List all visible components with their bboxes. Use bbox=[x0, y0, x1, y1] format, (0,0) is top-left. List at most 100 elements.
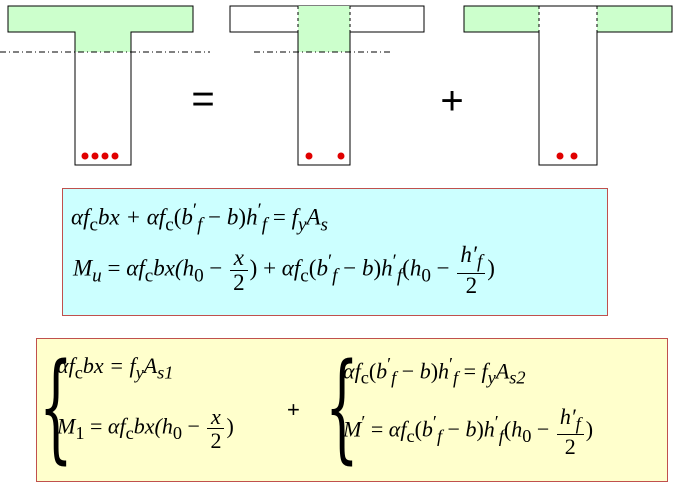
sub-0: 0 bbox=[522, 425, 532, 446]
sub-f: f bbox=[436, 425, 443, 446]
minus: − bbox=[182, 413, 206, 439]
var-b: b bbox=[465, 416, 477, 442]
section-web-compression-zone bbox=[298, 6, 350, 52]
alpha-symbol: α bbox=[71, 204, 84, 230]
equals: = bbox=[365, 416, 389, 442]
sub-1: 1 bbox=[75, 423, 85, 444]
var-f: f bbox=[291, 204, 298, 230]
paren: ) bbox=[585, 416, 594, 442]
var-M: M bbox=[343, 416, 362, 442]
prime: ′ bbox=[432, 412, 437, 433]
minus: − bbox=[442, 416, 466, 442]
var-b: b bbox=[226, 204, 239, 230]
section-full-web-tension-zone bbox=[75, 52, 131, 165]
sub-c: c bbox=[144, 265, 154, 287]
web-force-equation: αfcbx = fyAs1 bbox=[57, 355, 173, 382]
var-A: A bbox=[495, 358, 510, 384]
paren: ( bbox=[402, 255, 410, 281]
sub-y: y bbox=[297, 214, 307, 236]
sub-0: 0 bbox=[421, 265, 431, 287]
var-b: b bbox=[361, 255, 374, 281]
eq-term: bx = bbox=[82, 353, 130, 378]
sub-f: f bbox=[391, 367, 397, 388]
eq-term: ) + bbox=[249, 255, 282, 281]
sub-f: f bbox=[476, 251, 483, 273]
section-flange-part bbox=[463, 5, 673, 166]
var-b: b bbox=[316, 255, 328, 281]
paren: ) bbox=[430, 358, 439, 384]
var-f: f bbox=[158, 204, 166, 230]
var-A: A bbox=[143, 353, 158, 378]
paren: ( bbox=[503, 416, 512, 442]
eq-term: bx + bbox=[97, 204, 147, 230]
sub-c: c bbox=[360, 367, 369, 388]
sub-c: c bbox=[89, 214, 98, 236]
fraction-numerator: h′f bbox=[556, 404, 584, 435]
paren: ( bbox=[414, 416, 422, 442]
force-equilibrium-equation: αfcbx + αfc(b′f − b)h′f = fyAs bbox=[71, 201, 328, 234]
fraction-numerator: x bbox=[230, 245, 248, 271]
paren: ) bbox=[373, 255, 382, 281]
paren: ( bbox=[308, 255, 317, 281]
sub-y: y bbox=[487, 367, 496, 388]
sub-c: c bbox=[300, 265, 309, 287]
t-beam-diagrams: = + bbox=[0, 5, 673, 166]
minus: − bbox=[337, 255, 362, 281]
var-b: b bbox=[421, 416, 433, 442]
sub-f: f bbox=[498, 425, 504, 446]
equation-box-combined: αfcbx + αfc(b′f − b)h′f = fyAs Mu = αfcb… bbox=[62, 188, 608, 316]
alpha-symbol: α bbox=[107, 413, 120, 439]
var-f: f bbox=[119, 413, 126, 439]
paren: ) bbox=[238, 204, 247, 230]
rebar-dot bbox=[111, 152, 119, 160]
alpha-symbol: α bbox=[146, 204, 159, 230]
var-h: h bbox=[182, 255, 195, 281]
left-brace: { bbox=[39, 337, 73, 475]
rebar-dot bbox=[570, 152, 578, 160]
var-M: M bbox=[57, 413, 76, 439]
var-f: f bbox=[68, 353, 75, 378]
flange-left-zone bbox=[464, 6, 539, 32]
var-h: h bbox=[511, 416, 523, 442]
sub-f: f bbox=[575, 413, 581, 434]
plus-sign-small: + bbox=[287, 397, 300, 422]
var-f: f bbox=[400, 416, 407, 442]
equals: = bbox=[101, 255, 127, 281]
paren: ) bbox=[226, 413, 234, 439]
right-brace: { bbox=[325, 337, 359, 475]
sub-f: f bbox=[197, 214, 203, 236]
fraction-denominator: 2 bbox=[564, 433, 576, 459]
sub-c: c bbox=[125, 423, 134, 444]
var-h: h bbox=[409, 255, 422, 281]
numerator-text: h′ bbox=[559, 404, 576, 429]
var-f: f bbox=[293, 255, 301, 281]
sub-f: f bbox=[453, 367, 459, 388]
eq-term: bx( bbox=[153, 255, 183, 281]
paren: ( bbox=[173, 204, 182, 230]
sub-y: y bbox=[135, 362, 144, 383]
rebar-dot bbox=[101, 152, 109, 160]
var-f: f bbox=[83, 204, 90, 230]
var-A: A bbox=[306, 204, 321, 230]
prime: ′ bbox=[449, 354, 454, 374]
paren: ) bbox=[476, 416, 484, 442]
var-f: f bbox=[138, 255, 145, 281]
prime: ′ bbox=[361, 412, 366, 433]
flange-force-equation: αfc(b′f − b)h′f = fyAs2 bbox=[343, 355, 526, 387]
sub-s2: s2 bbox=[509, 367, 526, 388]
fraction-numerator: h′f bbox=[457, 242, 486, 274]
var-h: h bbox=[381, 255, 393, 281]
alpha-symbol: α bbox=[57, 353, 69, 378]
sub-s: s bbox=[320, 214, 329, 236]
section-full bbox=[0, 5, 210, 166]
var-h: h bbox=[246, 204, 258, 230]
var-h: h bbox=[161, 413, 173, 439]
fraction-denominator: 2 bbox=[210, 428, 222, 454]
var-f: f bbox=[481, 358, 488, 384]
sub-0: 0 bbox=[194, 265, 204, 287]
minus: − bbox=[202, 204, 227, 230]
equals-sign: = bbox=[191, 77, 214, 121]
